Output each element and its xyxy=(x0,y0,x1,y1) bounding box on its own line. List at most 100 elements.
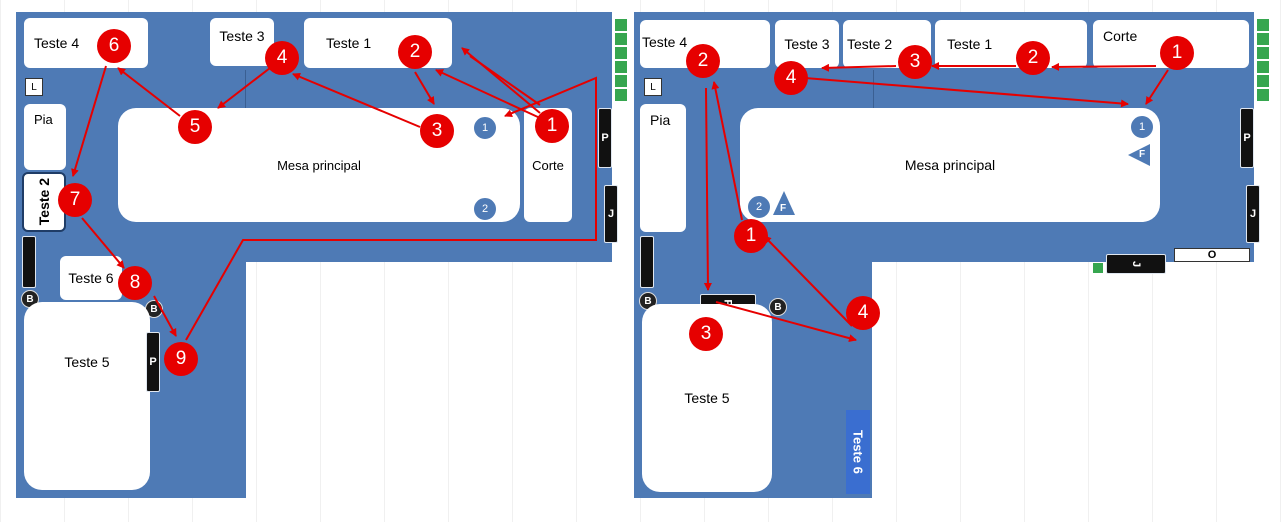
left-step-label: 9 xyxy=(175,348,187,369)
right-teste2-label: Teste 2 xyxy=(847,36,893,52)
green-marker xyxy=(1256,46,1270,60)
left-step-label: 1 xyxy=(546,115,558,136)
right-teste1-label: Teste 1 xyxy=(947,36,993,52)
right-j-block: J xyxy=(1246,185,1260,243)
right-corte-label: Corte xyxy=(1103,28,1138,44)
left-step-label: 7 xyxy=(69,189,81,210)
left-corte-label: Corte xyxy=(532,157,564,173)
wall-line xyxy=(873,70,874,110)
right-mesa-principal: Mesa principal xyxy=(740,108,1160,222)
right-j-bottom-block: J xyxy=(1106,254,1166,274)
left-j-block-label: J xyxy=(607,208,615,220)
right-step-marker: 2 xyxy=(1016,41,1050,75)
left-teste4-label: Teste 4 xyxy=(34,35,80,51)
left-step-marker: 8 xyxy=(118,266,152,300)
left-p-small-label: P xyxy=(149,356,157,368)
right-b2-label: B xyxy=(774,301,782,313)
left-b1-label: B xyxy=(26,293,34,305)
left-p-small-block: P xyxy=(146,332,160,392)
left-mesa-label: Mesa principal xyxy=(277,157,361,173)
right-blue-marker-1: 1 xyxy=(1130,115,1154,139)
right-j-bottom-label: J xyxy=(1130,260,1142,268)
right-b-marker-2: B xyxy=(769,298,787,316)
green-marker xyxy=(614,88,628,102)
left-blue-2-label: 2 xyxy=(481,203,489,215)
left-step-marker: 6 xyxy=(97,29,131,63)
green-marker xyxy=(614,32,628,46)
left-teste6-label: Teste 6 xyxy=(68,270,114,286)
right-blue-2-label: 2 xyxy=(755,201,763,213)
left-teste1-label: Teste 1 xyxy=(326,35,372,51)
right-step-label: 2 xyxy=(697,50,709,71)
left-p-block-label: P xyxy=(601,132,609,144)
green-marker xyxy=(614,18,628,32)
left-teste3-label: Teste 3 xyxy=(219,28,265,44)
left-step-marker: 1 xyxy=(535,109,569,143)
left-blue-1-label: 1 xyxy=(481,122,489,134)
wall-line xyxy=(245,70,246,110)
green-marker xyxy=(614,74,628,88)
left-pia-box: Pia xyxy=(24,104,66,170)
left-p-block: P xyxy=(598,108,612,168)
right-step-marker: 3 xyxy=(689,317,723,351)
left-l-marker: L xyxy=(25,78,43,96)
left-blue-marker-1: 1 xyxy=(473,116,497,140)
right-f-triangle-2 xyxy=(1128,144,1150,166)
right-teste3-box: Teste 3 xyxy=(775,20,839,68)
left-blue-marker-2: 2 xyxy=(473,197,497,221)
green-marker xyxy=(1092,262,1104,274)
right-step-label: 3 xyxy=(909,51,921,72)
right-teste4-label: Teste 4 xyxy=(642,34,688,50)
right-blue-1-label: 1 xyxy=(1138,121,1146,133)
right-step-label: 2 xyxy=(1027,47,1039,68)
green-marker xyxy=(614,60,628,74)
right-step-marker: 2 xyxy=(686,44,720,78)
left-teste2-label: Teste 2 xyxy=(36,178,52,226)
left-step-label: 5 xyxy=(189,116,201,137)
right-step-marker: 1 xyxy=(1160,36,1194,70)
left-step-label: 2 xyxy=(409,41,421,62)
green-marker xyxy=(1256,74,1270,88)
right-blue-marker-2: 2 xyxy=(747,195,771,219)
right-teste1-box: Teste 1 xyxy=(935,20,1087,68)
left-black-bar xyxy=(22,236,36,288)
right-o-label: O xyxy=(1207,249,1217,261)
left-step-marker: 2 xyxy=(398,35,432,69)
right-f2-label: F xyxy=(1139,149,1146,160)
green-marker xyxy=(1256,60,1270,74)
right-f-triangle-1 xyxy=(773,191,795,215)
right-l-label: L xyxy=(650,81,656,93)
right-pia-label: Pia xyxy=(650,112,671,128)
left-step-marker: 5 xyxy=(178,110,212,144)
right-teste6-block: Teste 6 xyxy=(846,410,870,494)
right-teste5-label: Teste 5 xyxy=(684,390,730,406)
right-o-block: O xyxy=(1174,248,1250,262)
left-step-label: 8 xyxy=(129,272,141,293)
left-step-marker: 4 xyxy=(265,41,299,75)
green-marker xyxy=(1256,32,1270,46)
green-marker xyxy=(614,46,628,60)
right-p-block: P xyxy=(1240,108,1254,168)
right-black-bar xyxy=(640,236,654,288)
right-pia-box: Pia xyxy=(640,104,686,232)
left-step-marker: 7 xyxy=(58,183,92,217)
left-teste5-label: Teste 5 xyxy=(64,354,110,370)
left-pia-label: Pia xyxy=(34,112,53,127)
right-step-label: 3 xyxy=(700,323,712,344)
right-step-marker: 4 xyxy=(774,61,808,95)
right-f1-label: F xyxy=(780,203,787,214)
right-p-block-label: P xyxy=(1243,132,1251,144)
right-mesa-label: Mesa principal xyxy=(904,157,996,173)
left-b2-label: B xyxy=(150,303,158,315)
right-teste3-label: Teste 3 xyxy=(784,36,830,52)
green-marker xyxy=(1256,18,1270,32)
left-teste5-box: Teste 5 xyxy=(24,302,150,490)
left-j-block: J xyxy=(604,185,618,243)
right-b1-label: B xyxy=(644,295,652,307)
right-step-label: 4 xyxy=(857,302,869,323)
right-teste6-label: Teste 6 xyxy=(850,430,866,474)
right-step-marker: 1 xyxy=(734,219,768,253)
right-j-block-label: J xyxy=(1249,208,1257,220)
left-step-label: 3 xyxy=(431,120,443,141)
left-teste6-box: Teste 6 xyxy=(60,256,122,300)
